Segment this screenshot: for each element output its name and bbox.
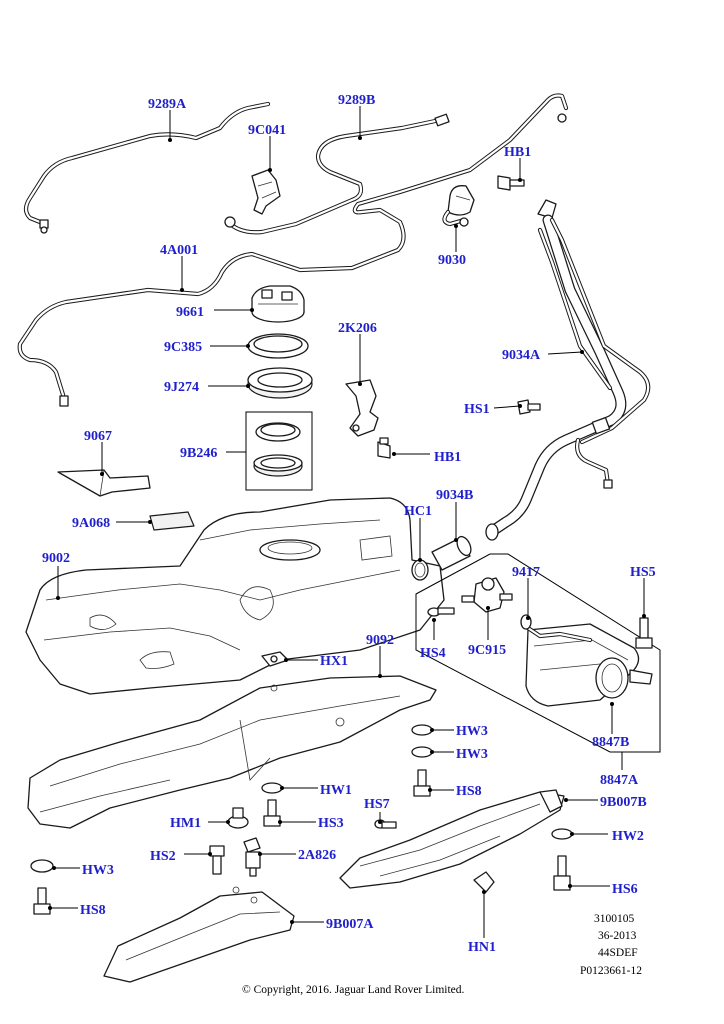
callout-hw2: HW2 [612,829,644,844]
callout-hw3-c: HW3 [82,863,114,878]
bolt-hs2[interactable] [209,845,225,875]
screw-hs4[interactable] [427,607,455,617]
bolt-hs5[interactable] [635,617,653,649]
callout-hs1: HS1 [464,402,490,417]
seal-kit-9b246[interactable] [245,411,313,491]
bolt-hb1-upper[interactable] [497,175,525,191]
seal-9c385[interactable] [247,333,309,359]
callout-9j274: 9J274 [164,380,199,395]
heat-shield-9092[interactable] [27,675,437,829]
callout-9661: 9661 [176,305,204,320]
hose-clamp-hc1[interactable] [411,559,429,581]
reference-model-code: 44SDEF [598,947,638,959]
callout-9417: 9417 [512,565,540,580]
callout-9092: 9092 [366,633,394,648]
callout-hb1-upper: HB1 [504,145,531,160]
callout-9067: 9067 [84,429,112,444]
washer-hw1[interactable] [261,782,283,794]
pad-9a068[interactable] [149,511,195,531]
callout-2a826: 2A826 [298,848,336,863]
callout-hm1: HM1 [170,816,201,831]
fastener-2a826[interactable] [243,837,261,877]
fuel-line-9289a[interactable] [23,101,271,234]
callout-9030: 9030 [438,253,466,268]
callout-hw1: HW1 [320,783,352,798]
hose-9034b[interactable] [431,534,474,571]
reference-illustration-id: P0123661-12 [580,965,642,977]
callout-hb1-lower: HB1 [434,450,461,465]
callout-hs8-a: HS8 [456,784,482,799]
callout-8847b: 8847B [592,735,629,750]
bolt-hs1[interactable] [517,399,541,415]
callout-hs2: HS2 [150,849,176,864]
fuel-line-9289b[interactable] [224,113,450,235]
washer-hw3-a[interactable] [411,724,433,736]
nut-hm1[interactable] [227,807,249,829]
callout-hw3-b: HW3 [456,747,488,762]
bolt-hs3[interactable] [263,799,281,827]
callout-9034a: 9034A [502,348,541,363]
callout-9c915: 9C915 [468,643,506,658]
washer-hw3-c[interactable] [30,859,54,873]
callout-9b007a: 9B007A [326,917,374,932]
callout-9b007b: 9B007B [600,795,647,810]
callout-hc1: HC1 [404,504,432,519]
callout-hs7: HS7 [364,797,390,812]
bolt-hs7[interactable] [374,819,397,829]
callout-4a001: 4A001 [160,243,198,258]
copyright-notice: © Copyright, 2016. Jaguar Land Rover Lim… [242,984,465,996]
bracket-2k206[interactable] [345,379,379,437]
reference-block: 3100105 36-2013 44SDEF P0123661-12 © Cop… [242,913,642,996]
pad-9067[interactable] [57,469,151,497]
callout-8847a: 8847A [600,773,639,788]
fuel-tank-9002[interactable] [25,497,445,695]
lock-ring-9j274[interactable] [247,367,313,399]
clip-9c041[interactable] [251,169,281,215]
valve-9c915[interactable] [461,577,513,613]
callout-labels: 9289A 9289B 9C041 HB1 4A001 9030 9661 2K… [42,93,656,955]
callout-hs4: HS4 [420,646,446,661]
callout-hw3-a: HW3 [456,724,488,739]
filler-cap-9030[interactable] [442,185,475,227]
leader-lines [48,106,646,938]
callout-9c041: 9C041 [248,123,286,138]
callout-9a068: 9A068 [72,516,110,531]
callout-9289a: 9289A [148,97,187,112]
callout-hs5: HS5 [630,565,656,580]
canister-8847b[interactable] [525,623,653,707]
callout-9034b: 9034B [436,488,473,503]
washer-hw3-b[interactable] [411,746,433,758]
callout-hs6: HS6 [612,882,638,897]
fuel-pump-9661[interactable] [251,285,305,323]
callout-9289b: 9289B [338,93,375,108]
heat-shield-9b007a[interactable] [103,886,295,983]
callout-9b246: 9B246 [180,446,217,461]
canister-kit-outline-8847a [415,553,661,753]
fuel-line-4a001[interactable] [17,93,569,407]
callout-hn1: HN1 [468,940,496,955]
washer-hw2[interactable] [551,828,573,840]
callout-9002: 9002 [42,551,70,566]
nut-hn1[interactable] [473,871,495,893]
callout-hx1: HX1 [320,654,348,669]
bolt-hs6[interactable] [553,855,571,891]
bolt-hs8-a[interactable] [413,769,431,797]
bolt-hb1-lower[interactable] [377,437,391,459]
callout-hs3: HS3 [318,816,344,831]
heat-shield-9b007b[interactable] [339,789,565,889]
reference-date: 36-2013 [598,930,637,942]
callout-hs8-b: HS8 [80,903,106,918]
callout-2k206: 2K206 [338,321,377,336]
callout-9c385: 9C385 [164,340,202,355]
bolt-hs8-b[interactable] [33,887,51,915]
reference-number: 3100105 [594,913,635,925]
filler-pipe-9034a[interactable] [485,199,651,541]
